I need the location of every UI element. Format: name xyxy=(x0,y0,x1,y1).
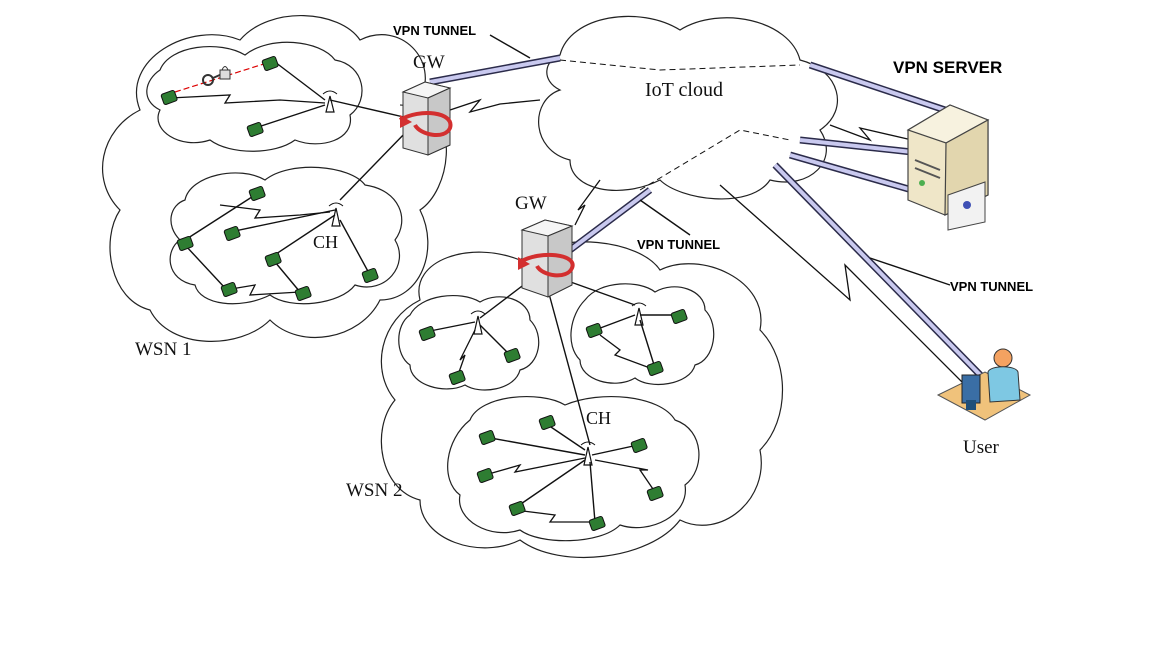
gateway-server-icon xyxy=(398,81,453,156)
vpn-tunnel-label-3: VPN TUNNEL xyxy=(950,279,1033,294)
ch1-label: CH xyxy=(313,232,338,252)
vpn-tunnel-gw2-cloud xyxy=(567,187,653,253)
sensor-node-icon xyxy=(160,55,688,531)
vpn-tunnel-label-2: VPN TUNNEL xyxy=(637,237,720,252)
vpn-tunnel-label-1: VPN TUNNEL xyxy=(393,23,476,38)
gw2-label: GW xyxy=(515,193,547,214)
iot-cloud-label: IoT cloud xyxy=(645,79,723,101)
vpn-tunnel-cloud-server-2 xyxy=(799,136,913,156)
lock-icon xyxy=(219,66,231,80)
wsn1-label: WSN 1 xyxy=(135,339,191,360)
vpn-server-icon xyxy=(906,104,990,231)
vpn-tunnel-gw1-cloud xyxy=(429,54,561,86)
user-label: User xyxy=(963,437,1000,458)
vpn-tunnel-cloud-server-3 xyxy=(789,151,913,194)
ch2-label: CH xyxy=(586,408,611,428)
wsn1-subcloud-bottom xyxy=(169,166,403,305)
iot-cloud-shape xyxy=(538,15,838,200)
wsn1-subcloud-top xyxy=(146,41,363,152)
antenna-icon xyxy=(322,90,647,466)
wsn2-subcloud-right xyxy=(570,283,715,386)
vpn-tunnel-cloud-server-1 xyxy=(808,61,947,114)
vpn-tunnel-cloud-user xyxy=(772,162,993,388)
wsn2-label: WSN 2 xyxy=(346,480,402,501)
gateway-server-icon xyxy=(518,219,575,298)
user-workstation-icon xyxy=(936,348,1032,421)
gw1-label: GW xyxy=(413,52,445,73)
vpn-server-label: VPN SERVER xyxy=(893,58,1002,77)
